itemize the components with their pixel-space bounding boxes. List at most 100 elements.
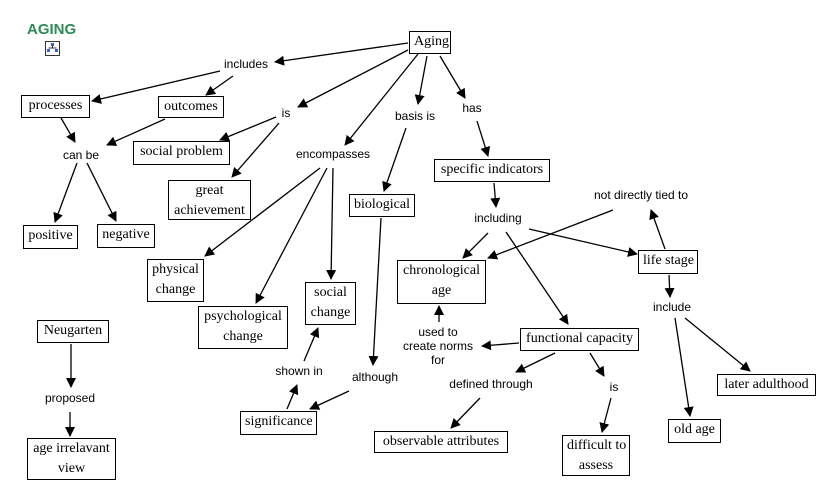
node-great-achievement[interactable]: great achievement [168,180,251,220]
edge-although-significance [309,390,350,410]
edge-encompasses-social [326,167,337,280]
node-label-line2: change [223,329,263,344]
edge-defined-observable [450,397,481,429]
edge-processes-can-be [60,117,76,143]
node-label-line2: view [57,461,86,476]
node-label-line2: change [155,282,196,297]
node-life-stage[interactable]: life stage [638,250,698,274]
edge-can-be-positive [53,162,78,223]
link-can-be[interactable]: can be [62,148,100,162]
node-aging[interactable]: Aging [409,31,451,54]
node-label: significance [245,414,313,429]
link-label-line2: create norms [402,339,474,353]
node-later-adulthood[interactable]: later adulthood [717,374,816,396]
node-functional-capacity[interactable]: functional capacity [520,328,639,351]
edge-shown-in-social-change [303,327,320,362]
edge-is-difficult [599,397,612,433]
node-psychological-change[interactable]: psychological change [198,306,288,349]
link-include[interactable]: include [652,300,692,314]
edge-including-chronological [462,232,489,259]
link-has[interactable]: has [462,101,482,115]
link-basis-is[interactable]: basis is [394,109,436,123]
link-although[interactable]: although [351,370,399,384]
node-label: biological [354,197,410,212]
edge-encompasses-physical [204,167,321,257]
node-processes[interactable]: processes [21,95,90,118]
node-label-line1: difficult to [567,438,627,453]
node-label: processes [28,98,83,113]
edge-basis-is-biological [382,127,407,192]
node-label-line1: great [195,183,224,198]
link-is[interactable]: is [281,106,291,120]
edge-can-be-negative [86,162,117,222]
node-label: social problem [140,144,223,159]
edge-aging-is [297,49,409,108]
node-label-line1: psychological [204,309,282,324]
edge-including-life-stage [528,228,638,257]
edge-life-stage-include [664,274,675,298]
edge-significance-shown-in [286,384,299,410]
link-including[interactable]: including [474,211,522,225]
edge-includes-processes [91,70,221,104]
node-specific-indicators[interactable]: specific indicators [434,159,550,182]
node-negative[interactable]: negative [97,224,155,248]
node-label: observable attributes [382,434,500,449]
node-label: positive [28,228,73,243]
link-is-2[interactable]: is [609,380,619,394]
concept-map-icon[interactable] [45,41,60,56]
link-includes[interactable]: includes [223,57,269,71]
node-neugarten[interactable]: Neugarten [37,320,109,343]
edge-is-great-achievement [231,122,280,178]
edge-not-tied-chronological [487,209,614,260]
edge-aging-includes [274,42,409,66]
node-label-line2: change [310,305,351,320]
node-label: functional capacity [526,331,633,346]
node-observable-attributes[interactable]: observable attributes [374,431,508,453]
node-label-line1: chronological [403,263,480,278]
node-social-change[interactable]: social change [305,282,356,325]
node-label: outcomes [164,99,218,114]
edge-outcomes-can-be [106,118,166,146]
node-biological[interactable]: biological [349,194,415,217]
edge-aging-encompasses [344,53,419,146]
node-label-line1: social [314,285,347,300]
node-label: Neugarten [43,323,103,338]
node-label: old age [674,422,715,437]
node-age-irrelevant-view[interactable]: age irrelavant view [27,438,116,480]
edge-functional-used-to [481,340,520,351]
node-physical-change[interactable]: physical change [147,259,204,302]
link-used-to-create-norms-for[interactable]: used to create norms for [403,325,473,367]
node-label-line1: physical [152,262,199,277]
node-label-line2: age [431,283,452,298]
link-not-directly-tied-to[interactable]: not directly tied to [593,188,689,202]
link-shown-in[interactable]: shown in [275,364,323,378]
link-defined-through[interactable]: defined through [449,377,533,391]
edge-has-specific-indicators [476,120,491,157]
edge-include-later-adulthood [684,317,751,372]
edge-include-old-age [674,317,694,417]
node-significance[interactable]: significance [240,411,317,435]
node-label: negative [102,227,150,242]
node-positive[interactable]: positive [23,225,78,249]
link-encompasses[interactable]: encompasses [295,147,371,161]
node-label: Aging [414,34,449,49]
node-label-line2: achievement [174,203,245,218]
edge-biological-although [368,217,382,366]
node-difficult-to-assess[interactable]: difficult to assess [562,435,630,476]
node-old-age[interactable]: old age [668,419,721,443]
link-label-line3: for [430,353,445,367]
node-chronological-age[interactable]: chronological age [397,260,486,304]
node-label-line1: age irrelavant [33,441,110,456]
node-social-problem[interactable]: social problem [133,141,230,165]
edge-specific-indicators-including [490,182,501,208]
link-label-line1: used to [418,325,458,339]
link-proposed[interactable]: proposed [44,391,96,405]
edge-encompasses-psychological [255,167,328,304]
edge-aging-basis-is [414,55,428,105]
map-title: AGING [27,21,77,38]
edge-functional-is [589,352,605,377]
edge-life-stage-not-tied [649,209,666,250]
node-label: life stage [643,253,694,268]
node-label-line2: assess [578,458,614,473]
node-outcomes[interactable]: outcomes [158,96,224,118]
